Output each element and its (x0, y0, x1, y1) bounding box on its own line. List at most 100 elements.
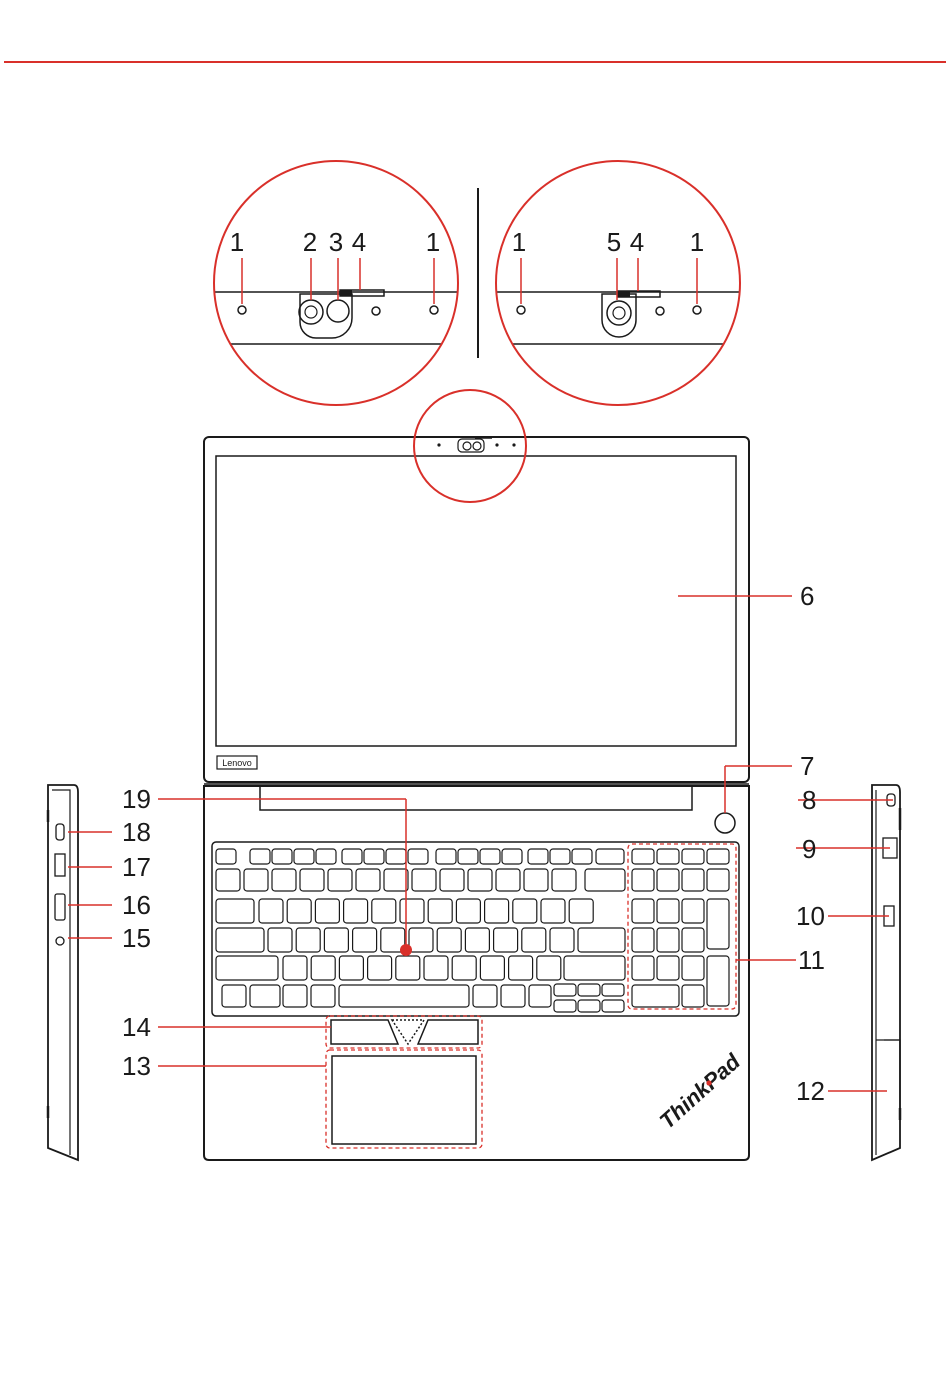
keyboard-key (707, 849, 729, 864)
keyboard-key (657, 956, 679, 980)
keyboard-key (501, 985, 525, 1007)
keyboard-key (480, 849, 500, 864)
callout-label: 1 (690, 227, 704, 257)
keyboard-key (494, 928, 518, 952)
callout-15: 15 (122, 923, 151, 953)
usb-c-port[interactable] (56, 824, 64, 840)
laptop-screen: Lenovo (204, 390, 749, 782)
camera-icon (607, 301, 631, 325)
keyboard-key (682, 869, 704, 891)
keyboard-key (311, 956, 335, 980)
trackpoint[interactable] (400, 944, 412, 956)
trackpad-outline (326, 1050, 482, 1148)
keyboard-key (368, 956, 392, 980)
keyboard-key (632, 956, 654, 980)
keyboard-key (585, 869, 625, 891)
hdmi-port[interactable] (55, 894, 65, 920)
microphone-icon (430, 306, 438, 314)
bezel-zoom-circle (414, 390, 526, 502)
keyboard-key (283, 956, 307, 980)
keyboard-key (372, 899, 396, 923)
keyboard-key (657, 849, 679, 864)
keyboard-key (428, 899, 452, 923)
keyboard-key (707, 956, 729, 1006)
trackpoint-right-button[interactable] (418, 1020, 478, 1044)
callout-label: 4 (630, 227, 644, 257)
keyboard-key (657, 928, 679, 952)
trackpad[interactable] (332, 1056, 476, 1144)
keyboard-key (529, 985, 551, 1007)
callout-17: 17 (122, 852, 151, 882)
display-lid (204, 437, 749, 782)
zoom-circle-camera: 1 5 4 1 (480, 161, 750, 405)
keyboard-key (550, 849, 570, 864)
light-sensor-icon (656, 307, 664, 315)
keyboard-key (424, 956, 448, 980)
laptop-base: ThinkPad (204, 784, 749, 1160)
keyboard-key (509, 956, 533, 980)
keyboard-key (596, 849, 624, 864)
keyboard-key (552, 869, 576, 891)
keyboard-key (578, 1000, 600, 1012)
keyboard-key (554, 984, 576, 996)
callout-label: 5 (607, 227, 621, 257)
keyboard-key (294, 849, 314, 864)
microphone-icon (693, 306, 701, 314)
keyboard-key (682, 849, 704, 864)
usb-a-port[interactable] (55, 854, 65, 876)
keyboard-key (524, 869, 548, 891)
optical-drive-bay[interactable] (876, 1040, 900, 1118)
keyboard-key (339, 985, 469, 1007)
callout-19: 19 (122, 784, 151, 814)
keyboard-key (657, 869, 679, 891)
keyboard-key (496, 869, 520, 891)
keyboard-key (513, 899, 537, 923)
callout-8: 8 (802, 785, 816, 815)
keyboard-key (632, 899, 654, 923)
keyboard-key (283, 985, 307, 1007)
keyboard-key (339, 956, 363, 980)
microphone-icon (517, 306, 525, 314)
keyboard-key (682, 928, 704, 952)
keyboard-key (342, 849, 362, 864)
keyboard-key (250, 985, 280, 1007)
keyboard-key (480, 956, 504, 980)
thinkpad-logo-dot (706, 1080, 711, 1085)
keyboard-key (458, 849, 478, 864)
power-button[interactable] (715, 813, 735, 833)
keyboard-key (259, 899, 283, 923)
callout-6: 6 (800, 581, 814, 611)
keyboard-key (452, 956, 476, 980)
callout-16: 16 (122, 890, 151, 920)
keyboard-key (324, 928, 348, 952)
keyboard-key (222, 985, 246, 1007)
keyboard-key (569, 899, 593, 923)
keyboard-key (315, 899, 339, 923)
keyboard-key (400, 899, 424, 923)
audio-jack[interactable] (56, 937, 64, 945)
keyboard-key (707, 899, 729, 949)
callout-13: 13 (122, 1051, 151, 1081)
thinkpad-logo: ThinkPad (655, 1049, 746, 1134)
callout-label: 3 (329, 227, 343, 257)
callout-12: 12 (796, 1076, 825, 1106)
keyboard-key (408, 849, 428, 864)
keyboard-key (632, 869, 654, 891)
keyboard-key (412, 869, 436, 891)
trackpoint-left-button[interactable] (331, 1020, 398, 1044)
keyboard-key (216, 849, 236, 864)
keyboard-key (344, 899, 368, 923)
callout-7: 7 (800, 751, 814, 781)
speaker-grille (260, 786, 692, 810)
lenovo-logo-text: Lenovo (222, 758, 252, 768)
callout-10: 10 (796, 901, 825, 931)
keyboard-key (657, 899, 679, 923)
trackpoint-buttons-outline (326, 1016, 482, 1048)
keyboard-key (250, 849, 270, 864)
keyboard-key (436, 849, 456, 864)
keyboard-key (353, 928, 377, 952)
callout-18: 18 (122, 817, 151, 847)
keyboard-key (364, 849, 384, 864)
